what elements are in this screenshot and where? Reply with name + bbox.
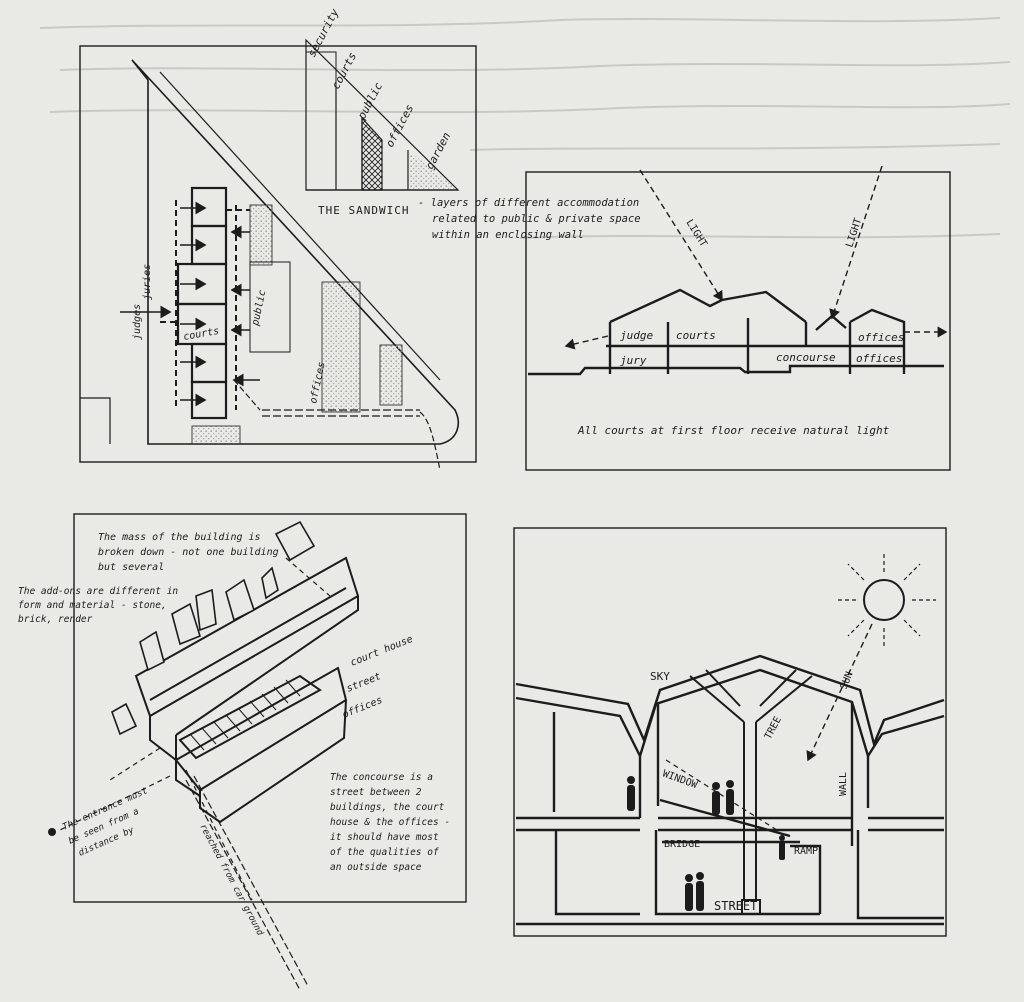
- layer-courts: courts: [329, 50, 359, 91]
- label-bridge: BRIDGE: [664, 839, 700, 850]
- label-window: WINDOW: [661, 768, 700, 791]
- note-mass-1: The mass of the building is: [98, 532, 261, 543]
- label-street: STREET: [714, 899, 757, 913]
- label-courts: courts: [183, 326, 220, 343]
- sandwich-diagram: security courts public offices garden: [305, 6, 460, 191]
- courts-block: [176, 186, 228, 420]
- note-mass-3: but several: [98, 562, 164, 573]
- label-tree: TREE: [763, 715, 784, 741]
- sun-icon: [836, 552, 936, 648]
- panel-site-plan: security courts public offices garden TH…: [79, 6, 641, 471]
- note-concourse-7: an outside space: [330, 862, 422, 873]
- sandwich-caption-3: within an enclosing wall: [432, 229, 584, 241]
- note-concourse-6: of the qualities of: [330, 847, 439, 858]
- panel-section-street: SKY SUN TREE WALL WINDOW BRIDGE RAMP STR…: [513, 527, 947, 937]
- room-judge: judge: [620, 329, 653, 342]
- note-mass-2: broken down - not one building: [98, 547, 279, 558]
- note-concourse-1: The concourse is a: [330, 772, 433, 783]
- note-addons-1: The add-ons are different in: [18, 586, 178, 597]
- layer-public: public: [355, 80, 386, 122]
- room-jury: jury: [620, 354, 647, 367]
- label-wall: WALL: [838, 772, 849, 796]
- label-judges: judges: [132, 304, 143, 340]
- panel-section-light: LIGHT LIGHT judge courts jury concourse …: [525, 165, 951, 471]
- room-concourse: concourse: [776, 351, 836, 364]
- sandwich-caption-1: - layers of different accommodation: [418, 197, 639, 209]
- light-left-label: LIGHT: [683, 218, 708, 249]
- bleed-through-text: [39, 17, 1011, 239]
- note-concourse-4: house & the offices -: [330, 817, 450, 828]
- panel-axonometric: The mass of the building is broken down …: [18, 513, 467, 991]
- room-offices-upper: offices: [858, 331, 904, 344]
- light-right-label: LIGHT: [844, 217, 864, 249]
- label-court-house: court house: [349, 634, 415, 669]
- sandwich-caption-2: related to public & private space: [432, 213, 641, 225]
- label-ramp: RAMP: [794, 846, 818, 857]
- room-courts: courts: [676, 329, 716, 342]
- note-concourse-3: buildings, the court: [330, 802, 445, 813]
- section-light-caption: All courts at first floor receive natura…: [577, 424, 890, 437]
- entrance-marker: [48, 828, 56, 836]
- sandwich-title: THE SANDWICH: [318, 204, 409, 217]
- room-offices-lower: offices: [856, 352, 902, 365]
- label-public: public: [250, 289, 268, 328]
- note-reached: reached from car ground: [197, 823, 265, 938]
- label-street: street: [345, 671, 383, 695]
- note-concourse-2: street between 2: [330, 787, 422, 798]
- note-addons-2: form and material - stone,: [18, 600, 167, 611]
- layer-garden: garden: [423, 130, 453, 171]
- label-offices: offices: [341, 695, 384, 721]
- note-addons-3: brick, render: [18, 614, 93, 625]
- note-concourse-5: it should have most: [330, 832, 439, 843]
- layer-security: security: [305, 6, 342, 59]
- layer-offices: offices: [383, 102, 416, 149]
- label-sky: SKY: [650, 670, 670, 683]
- label-juries: juries: [142, 264, 153, 300]
